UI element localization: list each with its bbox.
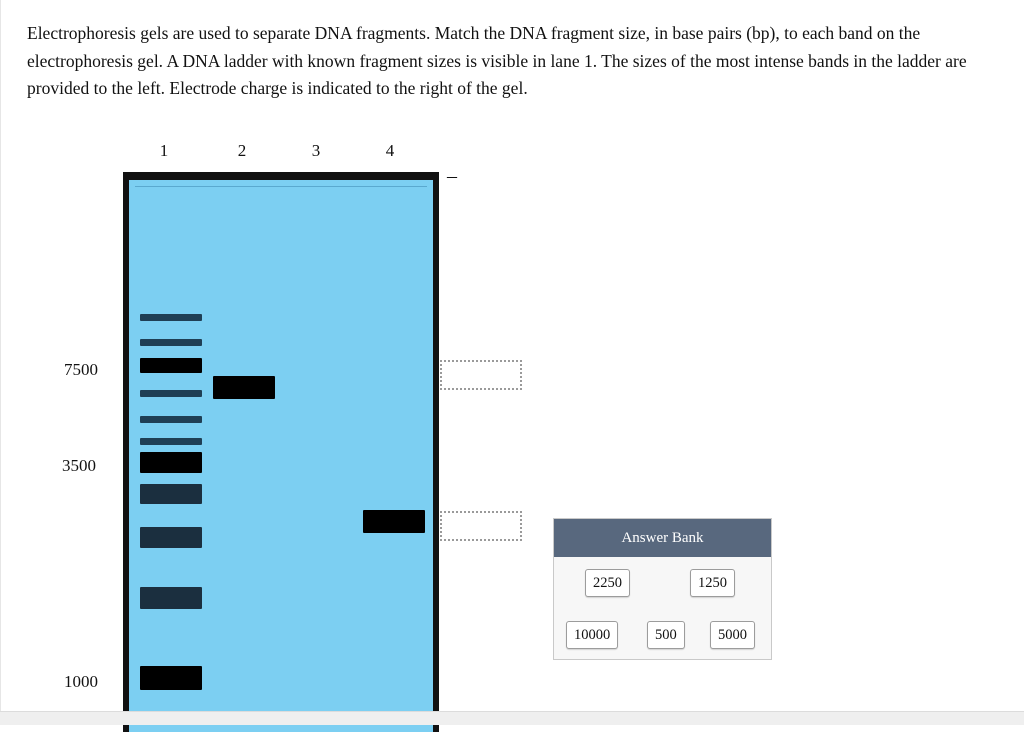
bottom-bar: [0, 711, 1024, 725]
lane-2-sample-band: [213, 376, 275, 399]
ladder-size-label-3500: 3500: [62, 456, 96, 475]
ladder-band: [140, 416, 202, 423]
drop-zone-lane-2-band[interactable]: [440, 360, 522, 390]
ladder-band: [140, 527, 202, 548]
ladder-band: [140, 587, 202, 609]
lane-label-1: 1: [159, 141, 169, 160]
electrode-charge-negative: –: [447, 165, 457, 187]
ladder-size-label-1000: 1000: [64, 672, 98, 691]
lane-label-2: 2: [237, 141, 247, 160]
answer-chip-500[interactable]: 500: [647, 621, 685, 649]
ladder-band: [140, 314, 202, 321]
lane-label-4: 4: [385, 141, 395, 160]
ladder-band-3500: [140, 452, 202, 473]
ladder-band: [140, 438, 202, 445]
ladder-band-7500: [140, 358, 202, 373]
drop-zone-lane-4-band[interactable]: [440, 511, 522, 541]
answer-bank: Answer Bank 2250 1250 10000 500 5000: [553, 518, 772, 660]
ladder-band-1000: [140, 666, 202, 690]
answer-chip-2250[interactable]: 2250: [585, 569, 630, 597]
ladder-band: [140, 390, 202, 397]
answer-chip-1250[interactable]: 1250: [690, 569, 735, 597]
lane-4-sample-band: [363, 510, 425, 533]
question-text: Electrophoresis gels are used to separat…: [27, 23, 967, 98]
ladder-band: [140, 484, 202, 504]
answer-chip-10000[interactable]: 10000: [566, 621, 619, 649]
gel-well-line: [135, 186, 427, 732]
ladder-band: [140, 339, 202, 346]
lane-label-3: 3: [311, 141, 321, 160]
page-left-border: [0, 0, 1, 711]
answer-bank-title: Answer Bank: [554, 519, 771, 557]
electrophoresis-gel: [123, 172, 439, 732]
answer-chip-5000[interactable]: 5000: [710, 621, 755, 649]
ladder-size-label-7500: 7500: [64, 360, 98, 379]
